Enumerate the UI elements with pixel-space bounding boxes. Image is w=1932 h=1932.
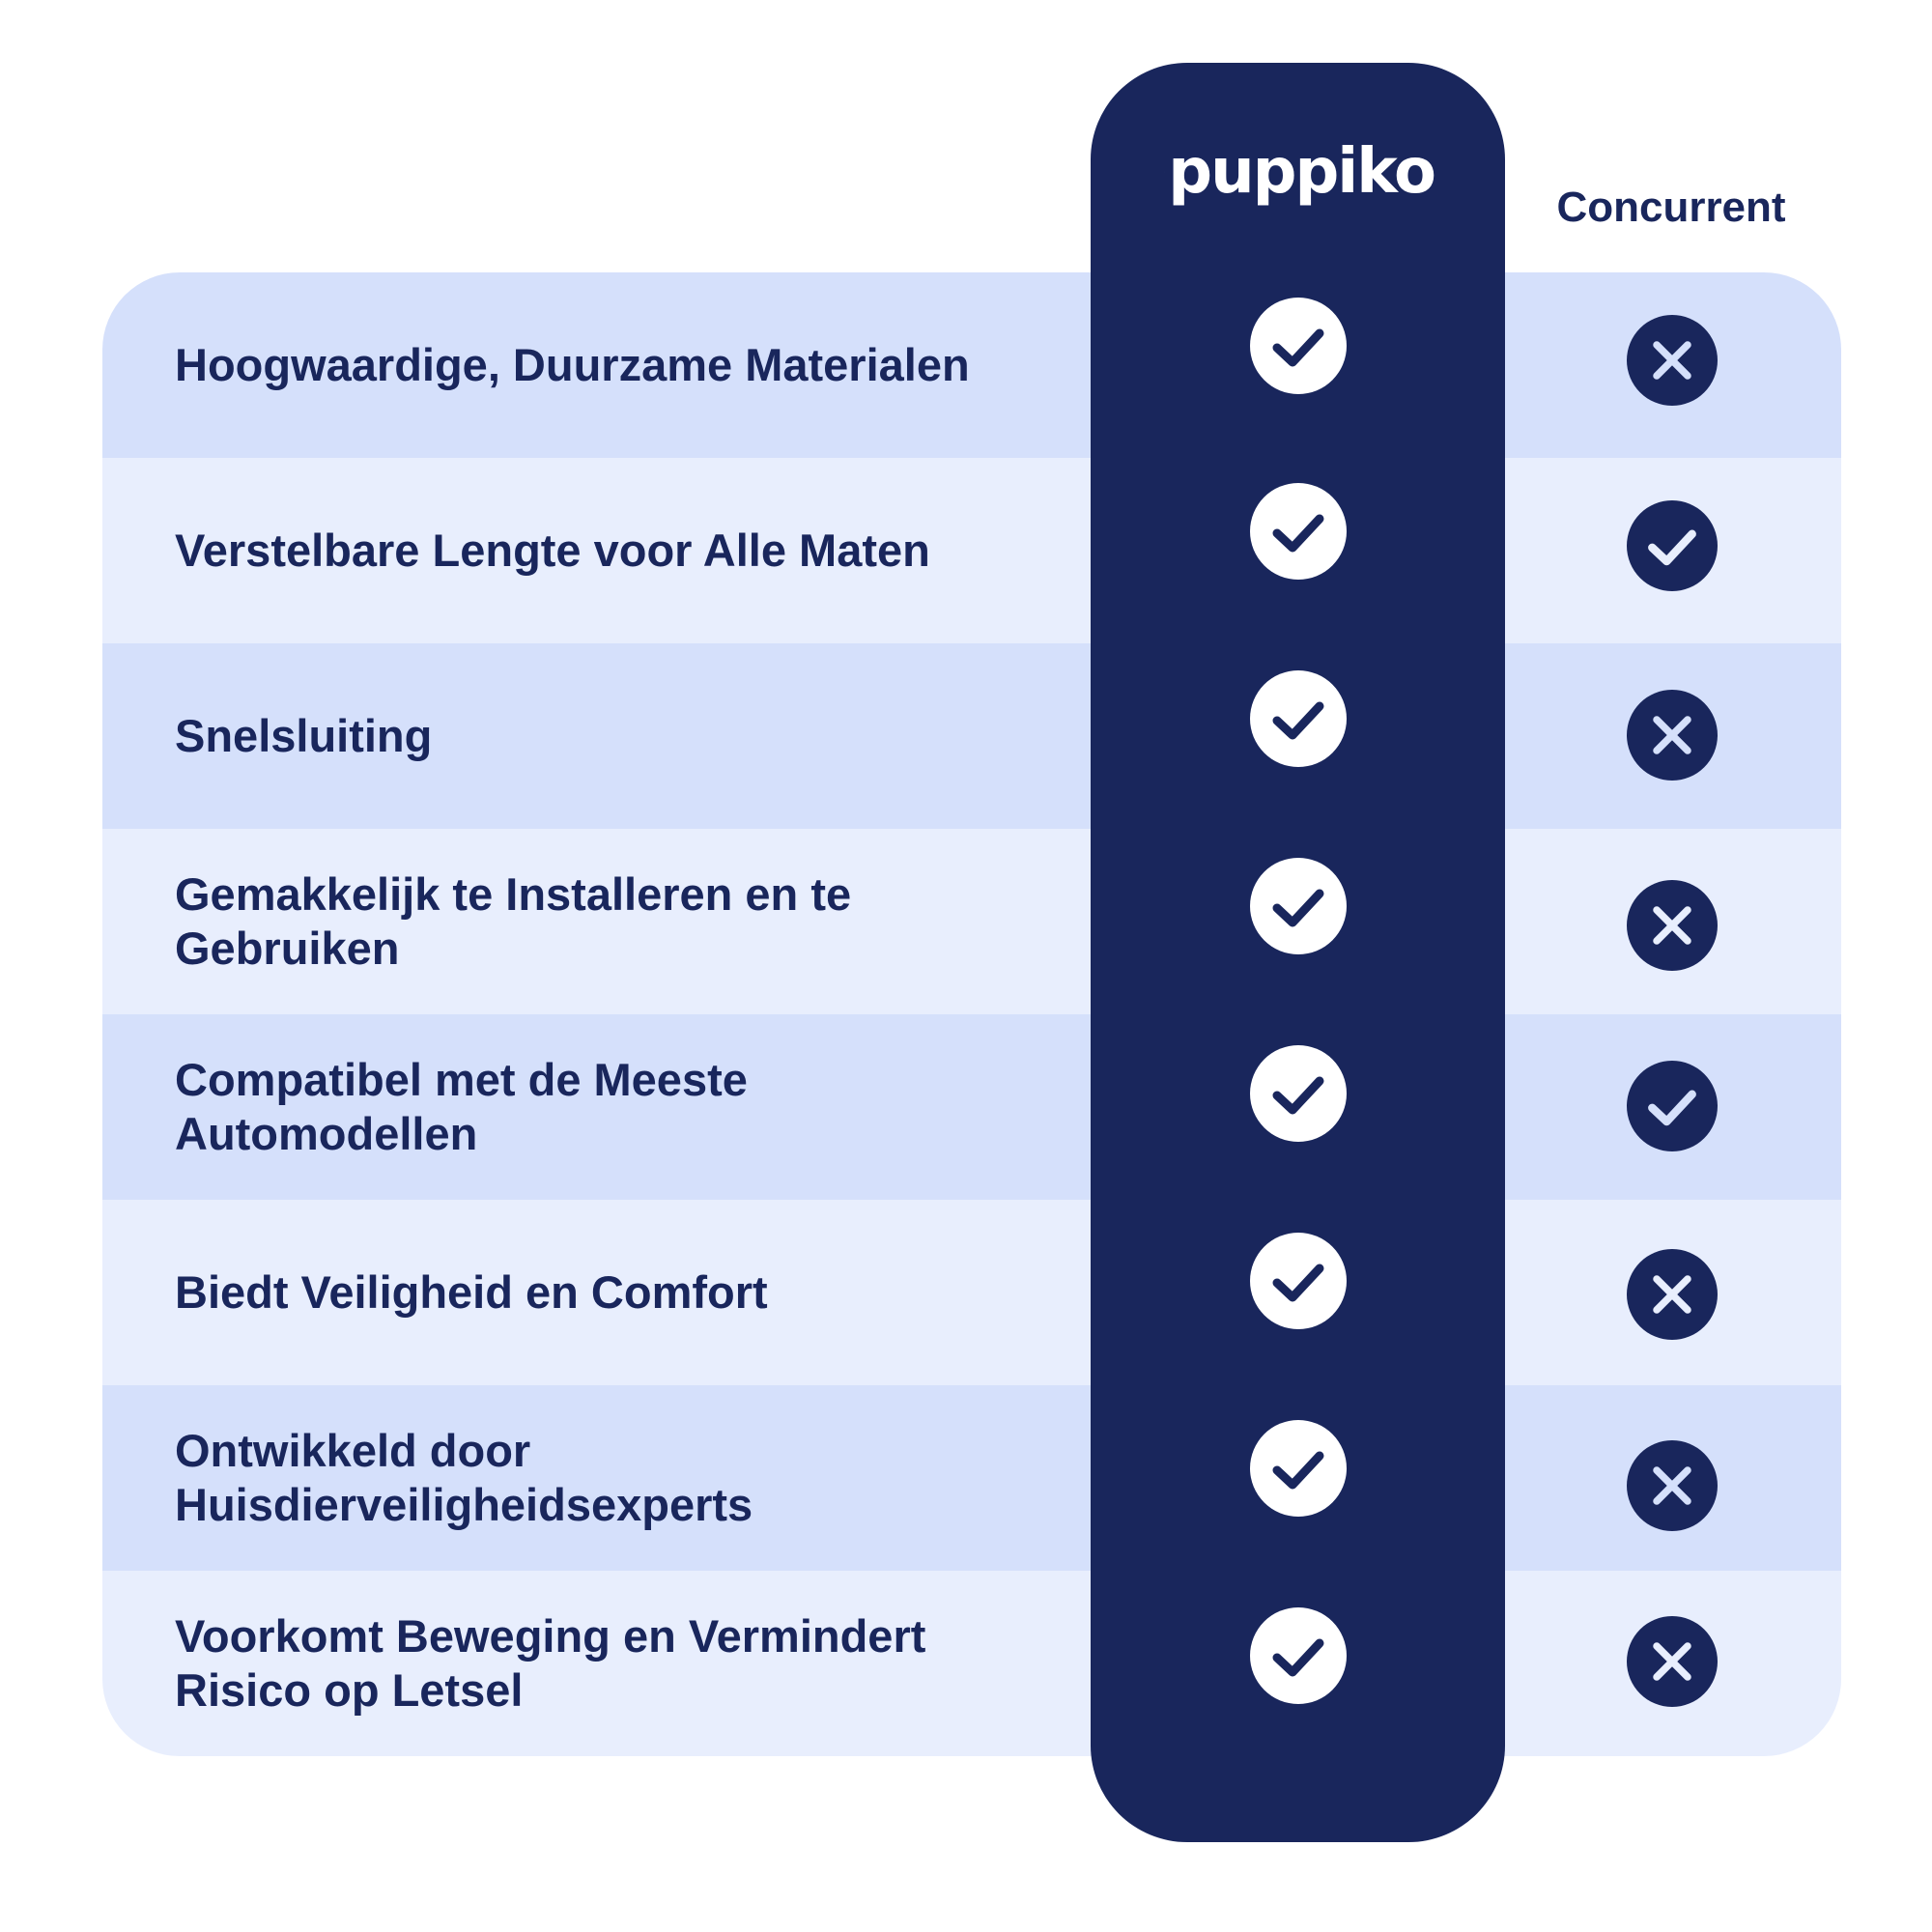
check-icon: [1250, 1420, 1347, 1517]
feature-label: Verstelbare Lengte voor Alle Maten: [175, 525, 930, 576]
check-icon: [1627, 1061, 1718, 1151]
table-row: Snelsluiting: [102, 643, 1841, 829]
cross-icon: [1627, 880, 1718, 971]
table-row: Ontwikkeld door Huisdierveiligheidsexper…: [102, 1385, 1841, 1571]
feature-label: Ontwikkeld door Huisdierveiligheidsexper…: [175, 1425, 753, 1530]
cross-icon: [1627, 1440, 1718, 1531]
cross-icon: [1627, 690, 1718, 781]
check-icon: [1250, 298, 1347, 394]
table-row: Biedt Veiligheid en Comfort: [102, 1200, 1841, 1385]
competitor-header: Concurrent: [1556, 184, 1786, 231]
feature-label: Gemakkelijk te Installeren en te Gebruik…: [175, 868, 852, 974]
check-icon: [1250, 1607, 1347, 1704]
feature-label: Voorkomt Beweging en Vermindert Risico o…: [175, 1610, 926, 1716]
check-icon: [1250, 670, 1347, 767]
check-icon: [1250, 483, 1347, 580]
table-row: Compatibel met de Meeste Automodellen: [102, 1014, 1841, 1200]
brand-name: puppiko: [1168, 136, 1436, 208]
comparison-table: Hoogwaardige, Duurzame Materialen Verste…: [102, 272, 1841, 1756]
feature-label: Hoogwaardige, Duurzame Materialen: [175, 339, 970, 390]
check-icon: [1250, 858, 1347, 954]
feature-label: Compatibel met de Meeste Automodellen: [175, 1054, 748, 1159]
table-row: Verstelbare Lengte voor Alle Maten: [102, 458, 1841, 643]
cross-icon: [1627, 315, 1718, 406]
cross-icon: [1627, 1249, 1718, 1340]
puppiko-logo: puppiko: [1164, 135, 1436, 209]
check-icon: [1250, 1045, 1347, 1142]
feature-label: Biedt Veiligheid en Comfort: [175, 1266, 768, 1318]
table-row: Hoogwaardige, Duurzame Materialen: [102, 272, 1841, 458]
cross-icon: [1627, 1616, 1718, 1707]
check-icon: [1250, 1233, 1347, 1329]
check-icon: [1627, 500, 1718, 591]
table-row: Gemakkelijk te Installeren en te Gebruik…: [102, 829, 1841, 1014]
feature-label: Snelsluiting: [175, 710, 433, 761]
table-row: Voorkomt Beweging en Vermindert Risico o…: [102, 1571, 1841, 1756]
